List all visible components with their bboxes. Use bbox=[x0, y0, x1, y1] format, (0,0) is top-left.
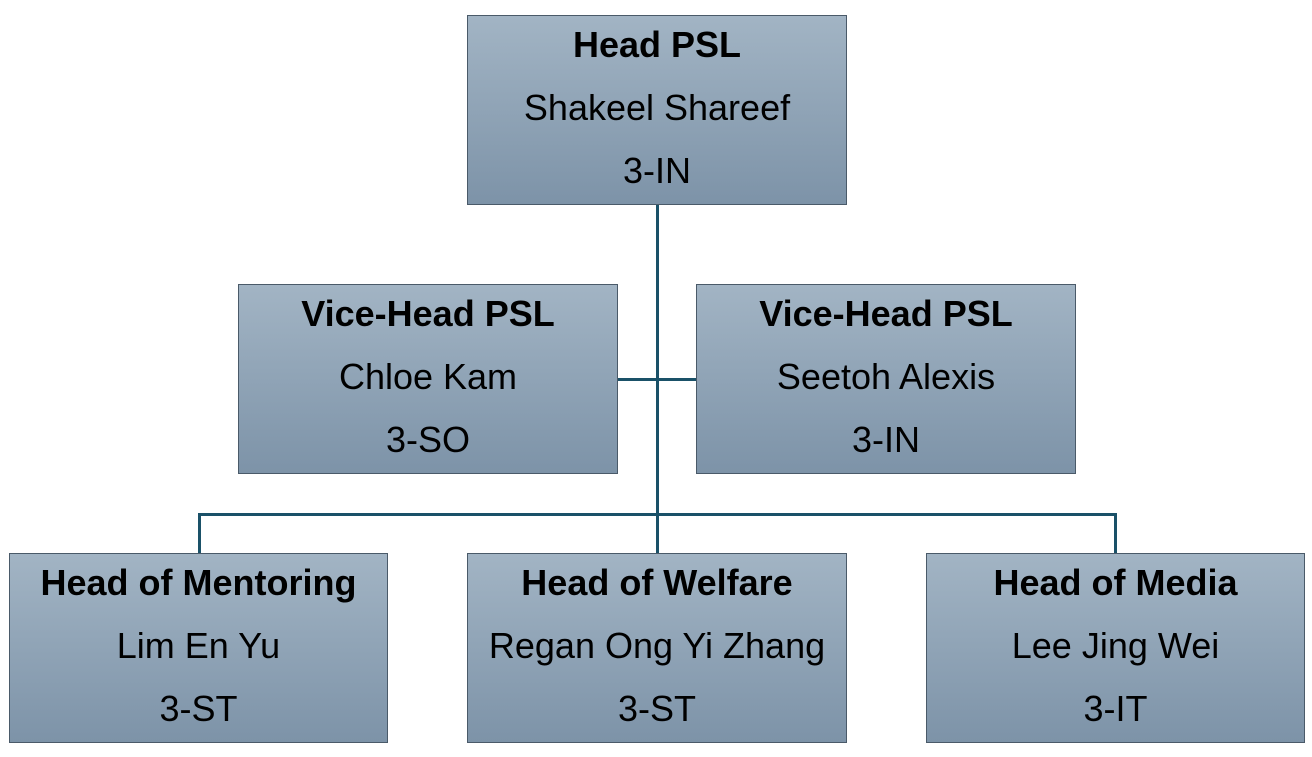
connector-vice-left bbox=[617, 378, 658, 381]
node-role: Vice-Head PSL bbox=[301, 293, 555, 334]
node-class: 3-IN bbox=[851, 419, 920, 460]
node-head-welfare: Head of Welfare Regan Ong Yi Zhang 3-ST bbox=[467, 553, 847, 743]
node-role: Head of Mentoring bbox=[40, 562, 357, 603]
node-class: 3-IT bbox=[1083, 688, 1148, 729]
node-class: 3-IN bbox=[622, 150, 691, 191]
connector-mentoring-drop bbox=[198, 513, 201, 554]
node-role: Head of Welfare bbox=[521, 562, 793, 603]
node-name: Lim En Yu bbox=[116, 625, 281, 666]
node-class: 3-SO bbox=[385, 419, 471, 460]
node-head-media: Head of Media Lee Jing Wei 3-IT bbox=[926, 553, 1305, 743]
connector-media-drop bbox=[1114, 513, 1117, 554]
node-name: Regan Ong Yi Zhang bbox=[488, 625, 826, 666]
node-role: Head of Media bbox=[993, 562, 1238, 603]
node-vice-head-right: Vice-Head PSL Seetoh Alexis 3-IN bbox=[696, 284, 1076, 474]
node-head-mentoring: Head of Mentoring Lim En Yu 3-ST bbox=[9, 553, 388, 743]
node-head-psl: Head PSL Shakeel Shareef 3-IN bbox=[467, 15, 847, 205]
connector-vice-right bbox=[656, 378, 697, 381]
node-name: Lee Jing Wei bbox=[1011, 625, 1220, 666]
node-role: Head PSL bbox=[572, 24, 742, 65]
node-class: 3-ST bbox=[617, 688, 696, 729]
node-role: Vice-Head PSL bbox=[759, 293, 1013, 334]
node-name: Chloe Kam bbox=[338, 356, 518, 397]
node-vice-head-left: Vice-Head PSL Chloe Kam 3-SO bbox=[238, 284, 618, 474]
node-name: Shakeel Shareef bbox=[523, 87, 791, 128]
node-class: 3-ST bbox=[159, 688, 238, 729]
node-name: Seetoh Alexis bbox=[776, 356, 996, 397]
connector-heads-horizontal bbox=[198, 513, 1117, 516]
